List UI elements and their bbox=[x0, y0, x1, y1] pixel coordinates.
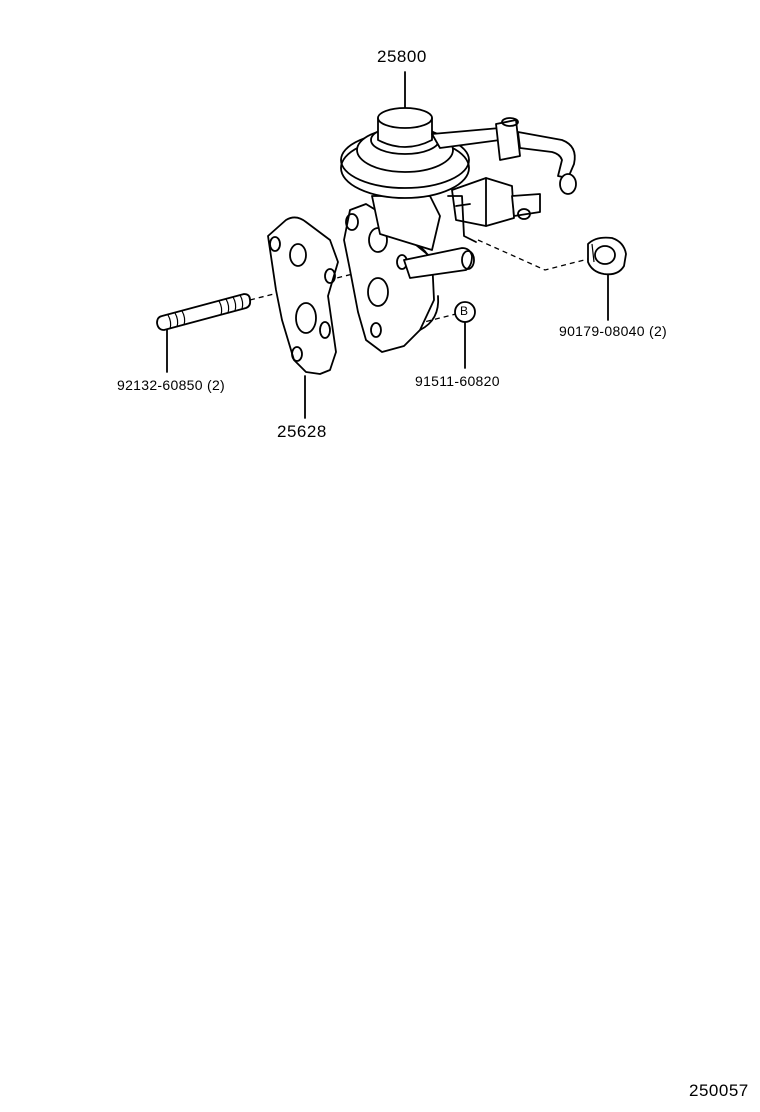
part-label-stud-bolt: 92132-60850 (2) bbox=[117, 377, 226, 393]
part-label-nut: 90179-08040 (2) bbox=[559, 323, 668, 339]
bolt-badge-letter: B bbox=[460, 304, 469, 318]
gasket-icon bbox=[267, 216, 339, 375]
hex-nut-icon bbox=[587, 236, 627, 276]
nut-alignment-dash bbox=[477, 239, 593, 271]
part-label-bolt: 91511-60820 bbox=[415, 373, 500, 389]
part-label-egr-valve: 25800 bbox=[377, 47, 427, 66]
bolt-badge-circle bbox=[454, 301, 476, 323]
stud-bolt-icon bbox=[156, 293, 252, 331]
part-label-gasket: 25628 bbox=[277, 422, 327, 441]
figure-id: 250057 bbox=[689, 1081, 749, 1100]
egr-valve-assembly-icon bbox=[340, 107, 577, 353]
leader-lines bbox=[166, 71, 609, 419]
